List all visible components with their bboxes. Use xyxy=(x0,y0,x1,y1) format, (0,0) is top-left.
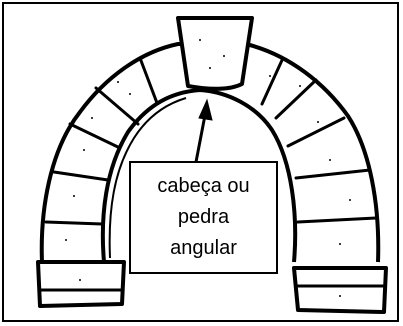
arch-inner-shadow xyxy=(108,97,187,259)
arch-inner-outline xyxy=(100,88,298,263)
pointer-arrow-head xyxy=(198,98,213,121)
label-line-2: pedra xyxy=(177,206,230,228)
keystone-label: cabeça ou pedra angular xyxy=(129,161,278,274)
stone-texture-dots xyxy=(65,39,351,297)
label-line-3: angular xyxy=(170,237,237,259)
voussoir-joints xyxy=(44,56,378,226)
left-base-block xyxy=(36,260,126,308)
label-line-1: cabeça ou xyxy=(157,175,250,197)
keystone xyxy=(176,16,254,91)
right-base-block xyxy=(292,266,388,314)
